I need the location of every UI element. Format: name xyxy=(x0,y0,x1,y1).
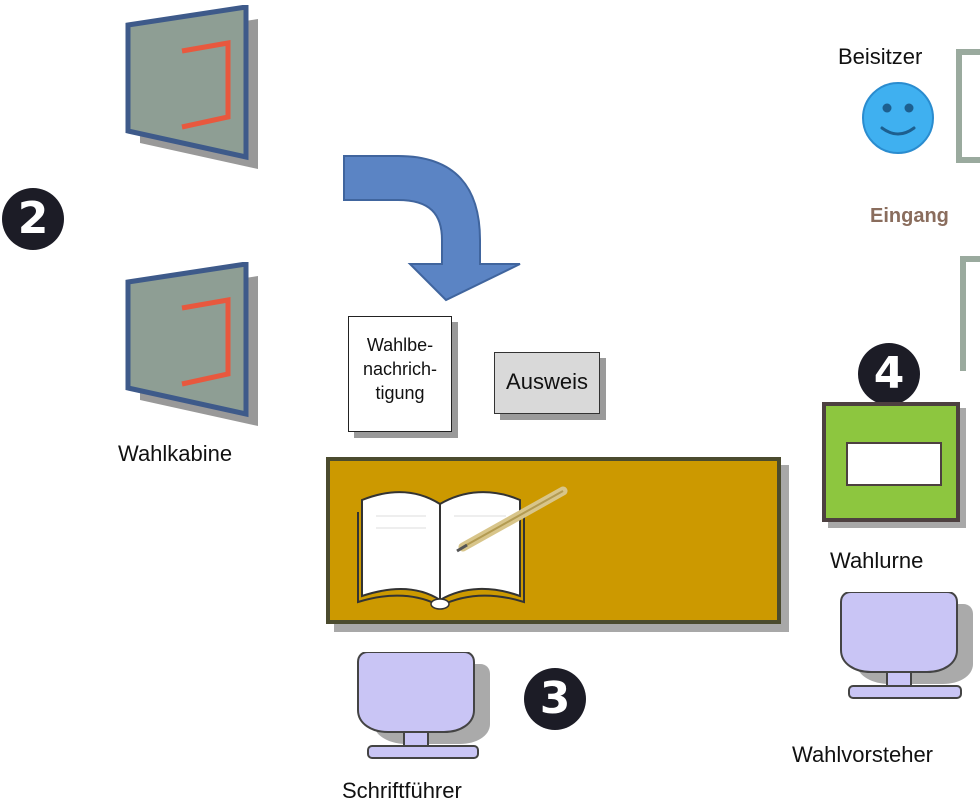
monitor-icon xyxy=(357,652,490,759)
entrance-wall-top xyxy=(956,49,980,163)
step-badge-4: 4 xyxy=(858,343,920,405)
voting-notification-card: Wahlbe- nachrich- tigung xyxy=(348,316,452,432)
id-card: Ausweis xyxy=(494,352,600,414)
secretary-label: Schriftführer xyxy=(342,778,462,803)
step-badge-2: 2 xyxy=(2,188,64,250)
notification-line: tigung xyxy=(375,383,425,403)
voting-booth-icon xyxy=(125,262,258,426)
notification-line: nachrich- xyxy=(362,359,438,379)
pen-icon xyxy=(456,486,568,553)
urn-label: Wahlurne xyxy=(830,548,924,573)
booth-label: Wahlkabine xyxy=(118,441,233,466)
smiley-icon xyxy=(862,82,934,154)
entrance-label: Eingang xyxy=(870,205,949,227)
notification-line: Wahlbe- xyxy=(366,335,434,355)
assessor-label: Beisitzer xyxy=(838,44,923,69)
monitor-icon xyxy=(840,592,973,699)
curved-arrow-icon xyxy=(343,155,521,302)
ballot-slot xyxy=(846,442,942,486)
ballot-box xyxy=(822,402,960,522)
step-badge-3: 3 xyxy=(524,668,586,730)
entrance-wall-bottom xyxy=(960,256,980,371)
voting-booth-icon xyxy=(125,5,258,169)
open-book-icon xyxy=(357,491,525,610)
chairperson-label: Wahlvorsteher xyxy=(792,742,934,767)
